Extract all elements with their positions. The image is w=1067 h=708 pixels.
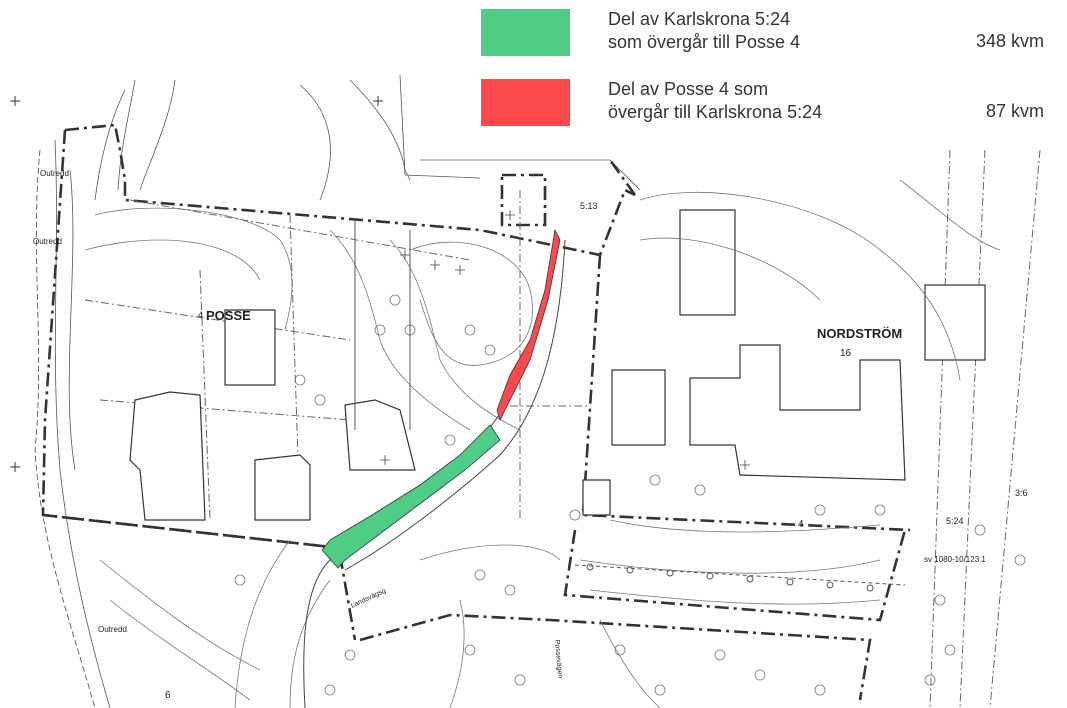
outredd-label-2: Outredd bbox=[33, 237, 62, 246]
legend-label-red: Del av Posse 4 som övergår till Karlskro… bbox=[608, 78, 822, 124]
green-transfer-area bbox=[321, 424, 501, 569]
street2-label: Possevägen bbox=[553, 640, 563, 679]
street-label: Landsvägsg bbox=[350, 587, 387, 609]
legend-area-green: 348 kvm bbox=[975, 31, 1044, 51]
survey-ref-label: sv 1080-10/123.1 bbox=[924, 555, 986, 564]
nordstrom-label: NORDSTRÖM bbox=[817, 326, 902, 341]
legend-swatch-green bbox=[481, 9, 570, 56]
outredd-label-3: Outredd bbox=[98, 625, 127, 634]
legend-label-green: Del av Karlskrona 5:24 som övergår till … bbox=[608, 8, 800, 54]
legend-area-red: 87 kvm bbox=[985, 101, 1044, 121]
posse-number-label: 4 bbox=[198, 310, 203, 320]
legend-swatch-red bbox=[481, 79, 570, 126]
nordstrom-number-label: 16 bbox=[840, 348, 852, 359]
parcel-513-label: 5:13 bbox=[580, 201, 598, 211]
grid-cross-icon bbox=[10, 96, 383, 472]
parcel-6-label: 6 bbox=[165, 690, 171, 701]
red-transfer-area bbox=[496, 228, 561, 422]
contour-4-label: 4 bbox=[798, 519, 804, 530]
parcel-36-label: 3:6 bbox=[1015, 488, 1028, 498]
legend-label-green-line1: Del av Karlskrona 5:24 bbox=[608, 9, 791, 29]
legend-label-green-line2: som övergår till Posse 4 bbox=[608, 32, 801, 52]
legend-label-red-line2: övergår till Karlskrona 5:24 bbox=[608, 102, 823, 122]
legend-label-red-line1: Del av Posse 4 som bbox=[608, 79, 769, 99]
posse-label: POSSE bbox=[206, 308, 251, 323]
outredd-label-1: Outredd bbox=[40, 169, 69, 178]
parcel-524-label: 5:24 bbox=[946, 516, 964, 526]
